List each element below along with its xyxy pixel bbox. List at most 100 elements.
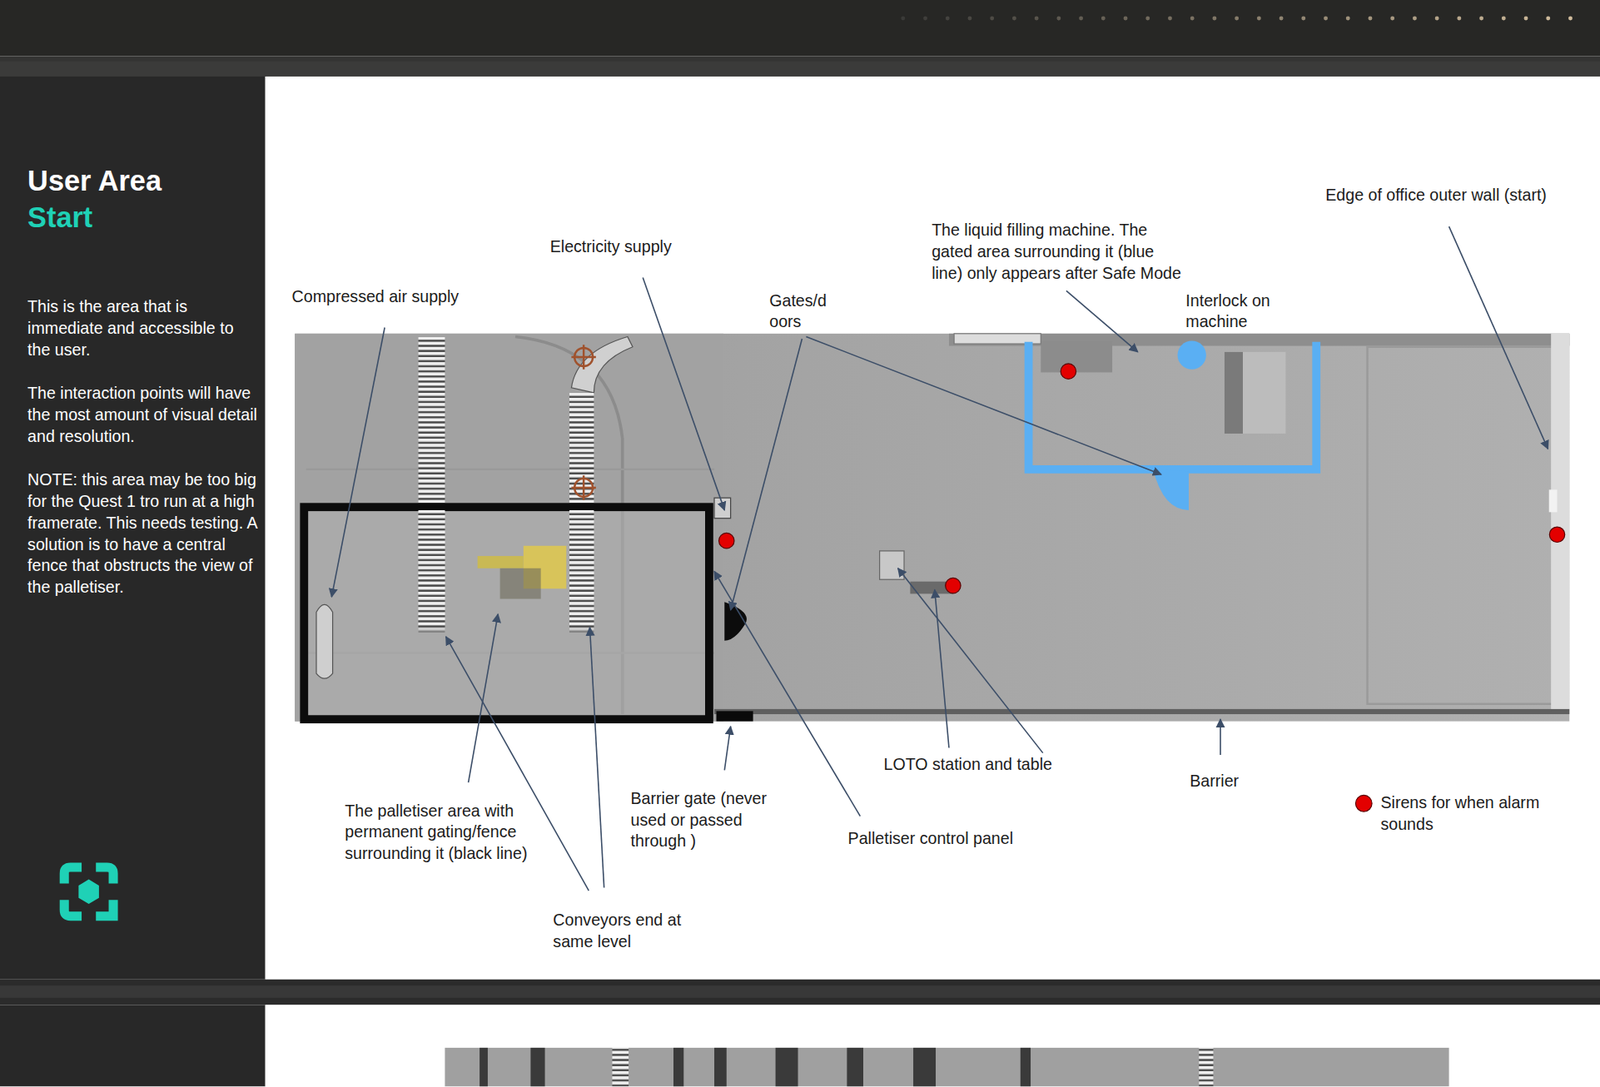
plan-rect [294,333,1570,722]
callout-label: The palletiser area with permanent gatin… [344,800,554,865]
plan-circle [1145,16,1150,21]
plan-circle [1323,16,1328,21]
plan-path [95,899,114,917]
plan-g [719,363,1566,594]
callout-label: Barrier gate (never used or passed throu… [631,787,800,852]
plan-line [898,568,1044,754]
plan-rect [673,1048,684,1087]
plan-circle [1390,16,1395,21]
plan-path [316,604,333,679]
plan-circle [1190,16,1195,21]
plan-rect [294,333,724,722]
plan-circle [1479,16,1484,21]
plan-line [714,571,860,816]
plan-rect [714,709,1570,715]
side-note: NOTE: this area may be too big for the Q… [27,469,260,598]
plan-circle [968,16,973,21]
plan-rect [444,1048,1449,1087]
plan-circle [1056,16,1061,21]
plan-circle [1101,16,1106,21]
plan-rect [0,76,266,980]
plan-g [479,1048,1031,1087]
legend-swatch [1355,795,1373,813]
plan-circle [1279,16,1284,21]
plan-circle [1167,16,1173,21]
plan-rect [846,1048,864,1087]
plan-rect [0,55,1600,77]
plan-rect [0,979,1600,1006]
plan-g [571,344,596,500]
plan-circle [1412,16,1417,21]
callout-label: The liquid filling machine. The gated ar… [931,219,1189,284]
side-note: This is the area that is immediate and a… [27,295,260,360]
plan-circle [1212,16,1217,21]
plan-circle [1034,16,1039,21]
plan-line [642,277,725,510]
plan-circle [1012,16,1017,21]
callout-label: Palletiser control panel [848,827,1014,850]
plan-rect [265,76,1600,980]
plan-circle [1123,16,1128,21]
plan-rect [1550,333,1570,712]
plan-rect [1020,1048,1031,1087]
plan-g [900,16,1573,21]
callout-label: Edge of office outer wall (start) [1325,184,1547,207]
plan-rect [0,61,1600,77]
legend-text: Sirens for when alarm sounds [1380,791,1570,835]
plan-rect [0,985,1600,999]
page-title: User Area [27,163,162,199]
plan-rect [1367,347,1562,705]
plan-path [1028,342,1317,470]
callout-label: Gates/d oors [769,289,837,333]
plan-path [571,344,596,369]
plan-path [571,337,633,393]
plan-line [1066,290,1138,353]
plan-circle [989,16,994,21]
plan-circle [1060,363,1076,379]
plan-rect [1224,352,1287,434]
plan-circle [1301,16,1306,21]
callout-label: Barrier [1189,770,1239,792]
plan-rect [265,1004,1600,1087]
plan-rect [879,551,905,580]
plan-rect [303,506,710,720]
callout-label: Electricity supply [550,235,672,258]
plan-path [64,867,82,885]
plan-path [571,475,596,500]
plan-rect [775,1048,799,1087]
plan-circle [945,16,950,21]
plan-line [468,614,499,783]
plan-rect [500,568,542,600]
plan-g [331,226,1548,891]
plan-circle [1501,16,1506,21]
plan-path [1152,469,1189,511]
plan-circle [945,577,961,593]
plan-circle [900,16,905,21]
plan-rect [714,497,731,519]
plan-line [1219,719,1222,756]
plan-circle [1545,16,1551,21]
plan-rect [569,510,594,628]
plan-rect [530,1048,545,1087]
plan-g [64,867,114,917]
plan-line [724,726,731,771]
plan-line [805,337,1162,475]
plan-line [1449,226,1549,449]
callout-label: Compressed air supply [292,285,460,308]
plan-path [95,867,114,885]
plan-circle [1234,16,1239,21]
plan-circle [1368,16,1373,21]
plan-circle [1078,16,1084,21]
plan-circle [1346,16,1351,21]
plan-rect [714,1048,727,1087]
plan-rect [1040,342,1113,373]
plan-circle [1456,16,1461,21]
plan-polygon [78,879,100,905]
plan-rect [477,556,524,569]
plan-rect [569,392,594,633]
plan-rect [0,1004,266,1087]
plan-line [730,338,803,611]
side-note: The interaction points will have the mos… [27,382,260,448]
